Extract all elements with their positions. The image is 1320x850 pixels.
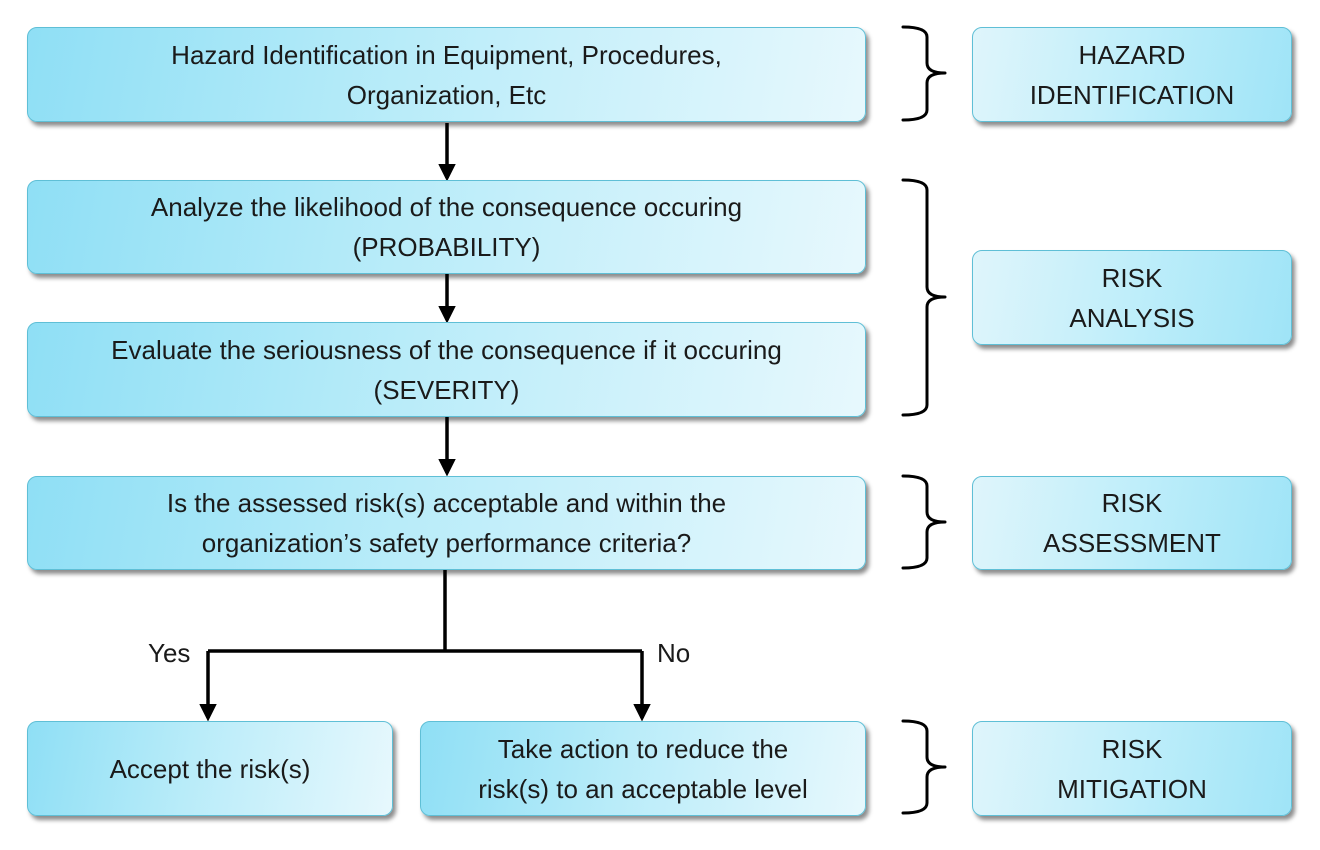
step-hazard-identification: Hazard Identification in Equipment, Proc… bbox=[27, 27, 866, 122]
category-text-line: RISK bbox=[1101, 488, 1163, 518]
step-text-line: risk(s) to an acceptable level bbox=[478, 773, 808, 804]
step-text-line: Accept the risk(s) bbox=[109, 753, 311, 784]
category-text-line: RISK bbox=[1101, 262, 1163, 293]
category-risk-analysis: RISK ANALYSIS bbox=[972, 250, 1292, 345]
category-risk-mitigation: RISK MITIGATION bbox=[972, 721, 1292, 816]
step-text-line: Evaluate the seriousness of the conseque… bbox=[111, 334, 782, 365]
category-text-line: HAZARD bbox=[1078, 39, 1186, 70]
step-text-line: Is the assessed risk(s) acceptable and w… bbox=[166, 488, 727, 518]
bracket-hazard-identification bbox=[901, 25, 947, 122]
category-text-line: ANALYSIS bbox=[1069, 302, 1195, 333]
category-text-line: MITIGATION bbox=[1057, 773, 1207, 804]
step-text-line: Hazard Identification in Equipment, Proc… bbox=[171, 39, 722, 70]
step-text-line: Analyze the likelihood of the consequenc… bbox=[150, 192, 743, 222]
category-text-line: ASSESSMENT bbox=[1043, 528, 1221, 558]
step-text-line: (PROBABILITY) bbox=[352, 232, 541, 262]
step-text-line: (SEVERITY) bbox=[373, 374, 520, 405]
bracket-risk-assessment bbox=[901, 474, 947, 570]
category-hazard-identification: HAZARD IDENTIFICATION bbox=[972, 27, 1292, 122]
step-text-line: Take action to reduce the bbox=[497, 733, 789, 764]
step-reduce-risk: Take action to reduce the risk(s) to an … bbox=[420, 721, 866, 816]
branch-label-yes: Yes bbox=[148, 638, 191, 668]
category-text-line: IDENTIFICATION bbox=[1029, 79, 1235, 110]
step-severity: Evaluate the seriousness of the conseque… bbox=[27, 322, 866, 417]
step-accept-risk: Accept the risk(s) bbox=[27, 721, 393, 816]
step-probability: Analyze the likelihood of the consequenc… bbox=[27, 180, 866, 274]
category-text-line: RISK bbox=[1101, 733, 1163, 764]
step-decision: Is the assessed risk(s) acceptable and w… bbox=[27, 476, 866, 570]
bracket-risk-mitigation bbox=[901, 719, 947, 815]
branch-label-no: No bbox=[657, 638, 691, 668]
bracket-risk-analysis bbox=[901, 178, 947, 417]
category-risk-assessment: RISK ASSESSMENT bbox=[972, 476, 1292, 570]
step-text-line: Organization, Etc bbox=[346, 79, 547, 110]
step-text-line: organization’s safety performance criter… bbox=[201, 528, 692, 558]
